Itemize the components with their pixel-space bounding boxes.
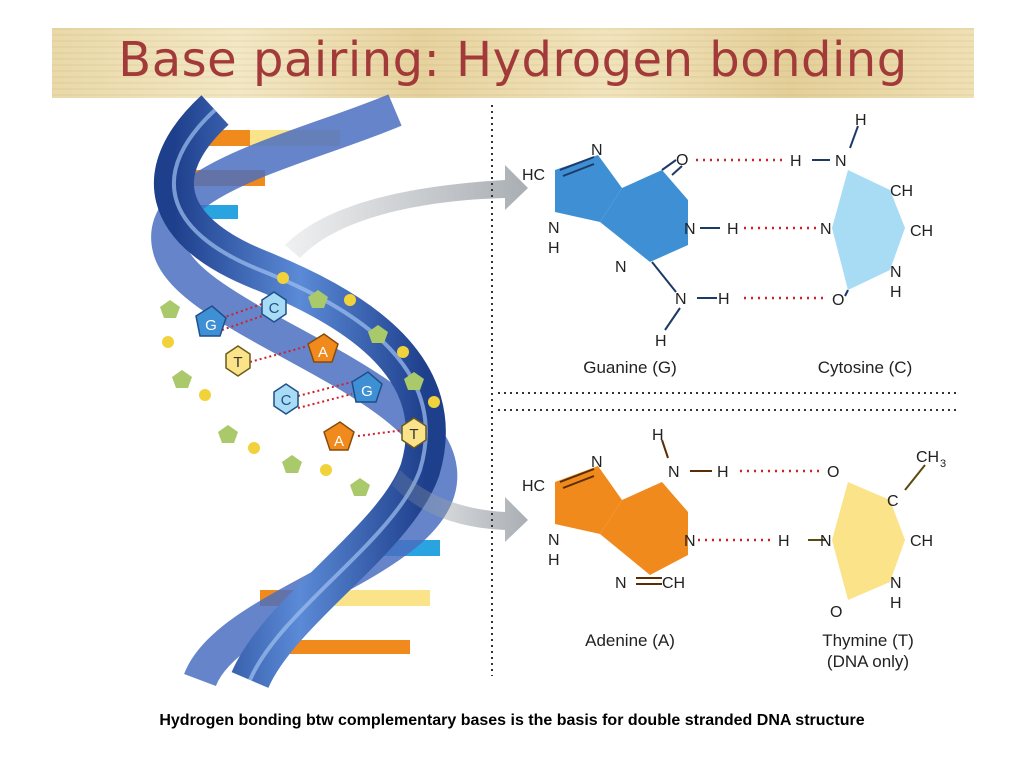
- svg-text:N: N: [820, 221, 832, 238]
- helix-base-C1: C: [261, 291, 287, 323]
- svg-text:HC: HC: [522, 167, 545, 184]
- helix-base-label: C: [281, 392, 292, 409]
- helix-base-T1: T: [225, 345, 251, 377]
- cytosine-molecule: H N H CH N CH N H O: [790, 112, 933, 309]
- svg-text:H: H: [718, 291, 730, 308]
- svg-text:H: H: [727, 221, 739, 238]
- svg-text:CH: CH: [916, 449, 939, 466]
- svg-text:N: N: [591, 454, 603, 471]
- svg-text:H: H: [790, 153, 802, 170]
- guanine-molecule: HC N N H N O N H N H H: [522, 142, 739, 350]
- at-hbonds: [698, 469, 822, 542]
- thymine-name: Thymine (T): [822, 631, 914, 650]
- svg-text:O: O: [676, 152, 688, 169]
- svg-text:H: H: [717, 464, 729, 481]
- adenine-molecule: H N H HC N N H N CH N: [522, 427, 729, 592]
- svg-text:N: N: [684, 221, 696, 238]
- slide-caption: Hydrogen bonding btw complementary bases…: [159, 712, 865, 729]
- svg-text:N: N: [615, 575, 627, 592]
- helix-base-label: G: [205, 317, 217, 334]
- gc-hbonds: [696, 158, 824, 300]
- slide-title: Base pairing: Hydrogen bonding: [118, 32, 908, 88]
- helix-base-G1: G: [195, 305, 227, 337]
- at-pair: H N H HC N N H N CH N CH 3 O C H N CH N: [522, 427, 946, 671]
- svg-text:3: 3: [940, 458, 946, 470]
- svg-text:N: N: [675, 291, 687, 308]
- svg-text:N: N: [820, 533, 832, 550]
- helix-base-label: A: [334, 433, 344, 450]
- svg-text:CH: CH: [910, 223, 933, 240]
- sugar-phosphate-beads: [160, 272, 440, 496]
- svg-text:O: O: [830, 604, 842, 621]
- svg-text:H: H: [548, 552, 560, 569]
- helix-hbonds: [221, 303, 405, 437]
- zoom-arrow-top: [285, 165, 528, 258]
- helix-base-G2: G: [351, 371, 383, 403]
- svg-text:N: N: [591, 142, 603, 159]
- gc-pair: HC N N H N O N H N H H H N H CH N CH: [522, 112, 933, 377]
- helix-base-C2: C: [273, 383, 299, 415]
- svg-text:O: O: [827, 464, 839, 481]
- svg-text:N: N: [835, 153, 847, 170]
- helix-base-A1: A: [307, 333, 339, 363]
- svg-text:H: H: [890, 284, 902, 301]
- zoom-arrow-bottom: [392, 470, 528, 542]
- helix-base-label: G: [361, 383, 373, 400]
- svg-text:H: H: [655, 333, 667, 350]
- title-banner: Base pairing: Hydrogen bonding: [52, 28, 974, 98]
- svg-text:N: N: [615, 259, 627, 276]
- helix-base-A2: A: [323, 421, 355, 451]
- svg-text:N: N: [890, 575, 902, 592]
- svg-text:H: H: [548, 240, 560, 257]
- svg-text:H: H: [778, 533, 790, 550]
- helix-base-label: A: [318, 344, 328, 361]
- svg-text:N: N: [890, 264, 902, 281]
- svg-text:H: H: [890, 595, 902, 612]
- svg-text:N: N: [684, 533, 696, 550]
- helix-base-label: T: [409, 426, 418, 443]
- cytosine-name: Cytosine (C): [818, 358, 912, 377]
- svg-text:CH: CH: [910, 533, 933, 550]
- dna-helix: G C T A C G A T: [151, 94, 458, 689]
- svg-text:C: C: [887, 493, 899, 510]
- helix-base-T2: T: [401, 417, 427, 449]
- svg-text:CH: CH: [662, 575, 685, 592]
- svg-text:CH: CH: [890, 183, 913, 200]
- thymine-molecule: CH 3 O C H N CH N H O: [778, 449, 946, 621]
- helix-base-label: T: [233, 354, 242, 371]
- svg-text:N: N: [548, 220, 560, 237]
- adenine-name: Adenine (A): [585, 631, 675, 650]
- svg-text:H: H: [855, 112, 867, 129]
- guanine-name: Guanine (G): [583, 358, 677, 377]
- svg-text:O: O: [832, 292, 844, 309]
- thymine-note: (DNA only): [827, 652, 909, 671]
- helix-base-label: C: [269, 300, 280, 317]
- svg-text:HC: HC: [522, 478, 545, 495]
- svg-text:N: N: [548, 532, 560, 549]
- svg-text:H: H: [652, 427, 664, 444]
- svg-text:N: N: [668, 464, 680, 481]
